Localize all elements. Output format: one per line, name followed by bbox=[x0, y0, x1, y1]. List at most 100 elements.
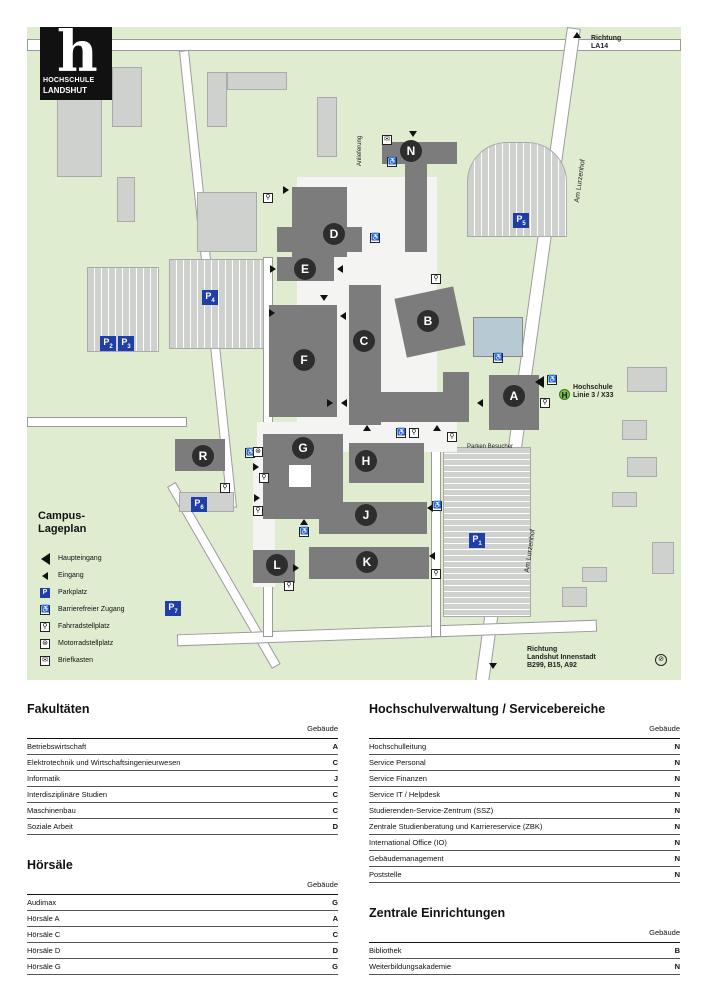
parking-badge-p6[interactable]: P6 bbox=[191, 497, 207, 512]
building-marker-C[interactable]: C bbox=[353, 330, 375, 352]
row-building-code: G bbox=[332, 962, 338, 971]
building-marker-J[interactable]: J bbox=[355, 504, 377, 526]
entrance-arrow-icon bbox=[300, 519, 308, 525]
row-name: Hörsäle D bbox=[27, 946, 61, 955]
building-marker-B[interactable]: B bbox=[417, 310, 439, 332]
row-name: Bibliothek bbox=[369, 946, 402, 955]
mailbox-icon: ✉ bbox=[382, 135, 392, 145]
row-building-code: N bbox=[674, 806, 680, 815]
pond bbox=[473, 317, 523, 357]
row-building-code: D bbox=[332, 822, 338, 831]
row-name: Informatik bbox=[27, 774, 60, 783]
entrance-arrow-icon bbox=[477, 399, 483, 407]
building-marker-E[interactable]: E bbox=[294, 258, 316, 280]
building-marker-D[interactable]: D bbox=[323, 223, 345, 245]
table-row[interactable]: Studierenden-Service-Zentrum (SSZ) N bbox=[369, 803, 680, 819]
entrance-arrow-icon bbox=[340, 312, 346, 320]
bicycle-icon: ⚲ bbox=[220, 483, 230, 493]
bicycle-icon: ⚲ bbox=[259, 473, 269, 483]
row-name: Hörsäle C bbox=[27, 930, 61, 939]
row-name: Service IT / Helpdesk bbox=[369, 790, 441, 799]
table-row[interactable]: Elektrotechnik und Wirtschaftsingenieurw… bbox=[27, 755, 338, 771]
column-header: Gebäude bbox=[369, 724, 680, 739]
bicycle-icon: ⚲ bbox=[284, 581, 294, 591]
table-row[interactable]: Bibliothek B bbox=[369, 943, 680, 959]
entrance-arrow-icon bbox=[429, 552, 435, 560]
delivery-label: Anlieferung bbox=[357, 135, 364, 167]
university-logo[interactable]: h HOCHSCHULE LANDSHUT bbox=[40, 24, 112, 100]
entrance-arrow-icon bbox=[42, 571, 48, 580]
row-name: Studierenden-Service-Zentrum (SSZ) bbox=[369, 806, 494, 815]
neighbour-building bbox=[317, 97, 337, 157]
building-marker-K[interactable]: K bbox=[356, 551, 378, 573]
row-building-code: A bbox=[332, 742, 338, 751]
bicycle-icon: ⚲ bbox=[431, 569, 441, 579]
row-name: Betriebswirtschaft bbox=[27, 742, 87, 751]
parking-badge-p2[interactable]: P2 bbox=[100, 336, 116, 351]
bicycle-icon: ⚲ bbox=[409, 428, 419, 438]
bus-stop-icon[interactable]: H bbox=[559, 389, 570, 400]
parking-badge-p1[interactable]: P1 bbox=[469, 533, 485, 548]
row-name: Maschinenbau bbox=[27, 806, 76, 815]
row-building-code: C bbox=[332, 758, 338, 767]
table-row[interactable]: Zentrale Studienberatung und Karriereser… bbox=[369, 819, 680, 835]
row-building-code: N bbox=[674, 838, 680, 847]
entrance-arrow-icon bbox=[433, 425, 441, 431]
wheelchair-icon: ♿ bbox=[493, 353, 503, 363]
building-marker-A[interactable]: A bbox=[503, 385, 525, 407]
legend-item: Eingang bbox=[38, 567, 158, 584]
row-building-code: B bbox=[674, 946, 680, 955]
parking-badge-p3[interactable]: P3 bbox=[118, 336, 134, 351]
entrance-arrow-icon bbox=[427, 504, 433, 512]
legend-label: Briefkasten bbox=[58, 657, 94, 664]
building-marker-N[interactable]: N bbox=[400, 140, 422, 162]
wheelchair-icon: ♿ bbox=[396, 428, 406, 438]
wheelchair-icon: ♿ bbox=[432, 501, 442, 511]
courtyard bbox=[289, 465, 311, 487]
direction-arrow-up-icon bbox=[573, 32, 581, 38]
campus-map[interactable]: N D E B C F A G H R J K L P4 P2 P3 P5 P6… bbox=[27, 27, 681, 680]
table-row[interactable]: Betriebswirtschaft A bbox=[27, 739, 338, 755]
entrance-arrow-icon bbox=[409, 131, 417, 137]
building-marker-F[interactable]: F bbox=[293, 349, 315, 371]
bicycle-icon: ⚲ bbox=[253, 506, 263, 516]
entrance-arrow-icon bbox=[254, 494, 260, 502]
row-building-code: A bbox=[332, 914, 338, 923]
road-south bbox=[176, 619, 598, 647]
neighbour-building bbox=[627, 457, 657, 477]
parking-badge-p7[interactable]: P7 bbox=[165, 601, 181, 616]
row-building-code: N bbox=[674, 774, 680, 783]
parking-badge-p4[interactable]: P4 bbox=[202, 290, 218, 305]
parking-badge-p5[interactable]: P5 bbox=[513, 213, 529, 228]
parking-lot-p1 bbox=[443, 447, 531, 617]
legend-label: Barrierefreier Zugang bbox=[58, 606, 125, 613]
building-marker-H[interactable]: H bbox=[355, 450, 377, 472]
building-marker-R[interactable]: R bbox=[192, 445, 214, 467]
building-marker-G[interactable]: G bbox=[292, 437, 314, 459]
table-row[interactable]: International Office (IO)N bbox=[369, 835, 680, 851]
building-marker-L[interactable]: L bbox=[266, 554, 288, 576]
neighbour-building bbox=[117, 177, 135, 222]
entrance-arrow-icon bbox=[337, 265, 343, 273]
wheelchair-icon: ♿ bbox=[547, 375, 557, 385]
motorcycle-icon: ⊛ bbox=[253, 447, 263, 457]
legend-label: Haupteingang bbox=[58, 555, 102, 562]
